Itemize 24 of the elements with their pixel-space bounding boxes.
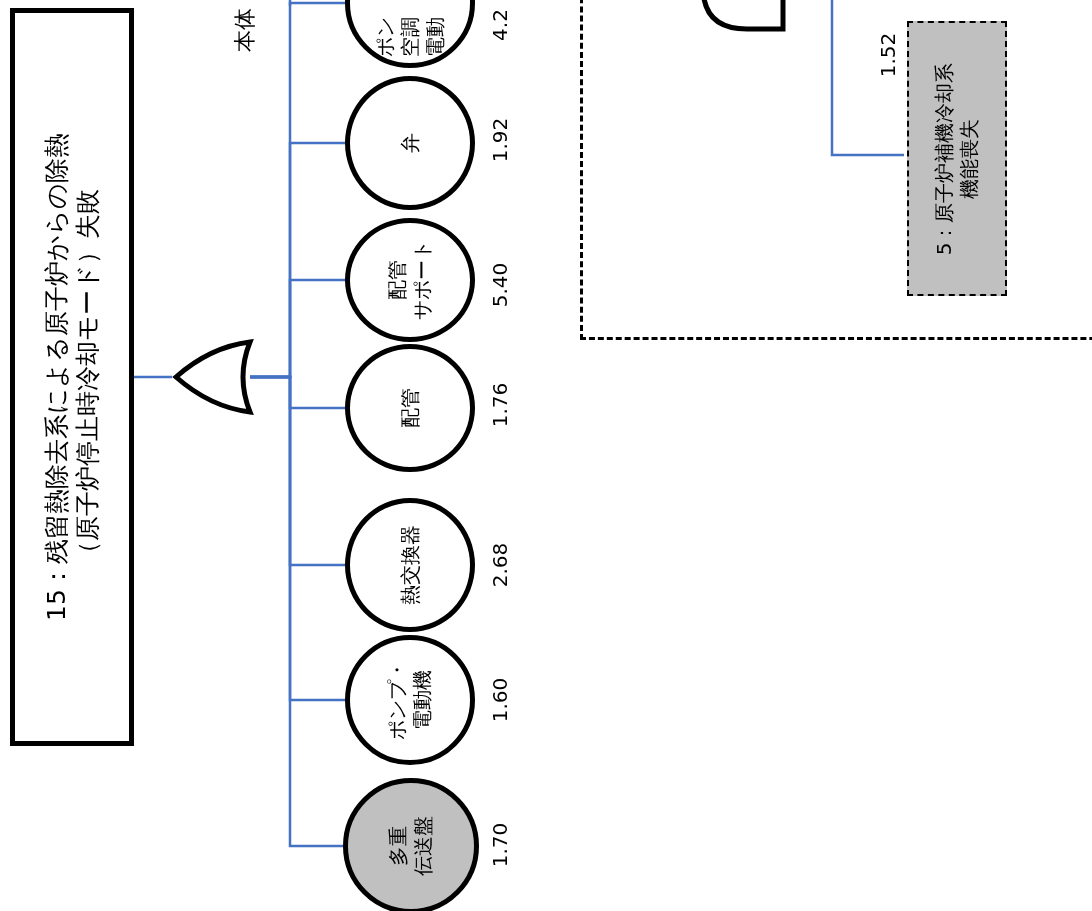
event-label: 配管サポート: [385, 240, 435, 320]
event-label: 配管: [397, 388, 423, 428]
event-label: 熱交換器: [397, 525, 423, 605]
event-label: 5：原子炉補機冷却系機能喪失: [932, 62, 982, 255]
event-box: [10, 8, 134, 746]
dashed-frame: [580, 0, 1092, 340]
connector-line: [134, 375, 172, 379]
event-box: [907, 21, 1007, 296]
group-label: 本体: [231, 8, 259, 52]
probability-value: 1.70: [487, 822, 513, 868]
probability-value: 1.60: [487, 677, 513, 723]
event-label: 15：残留熱除去系による原子炉からの除熱（原子炉停止時冷却モード）失敗: [40, 133, 103, 621]
probability-value: 1.92: [487, 117, 513, 163]
probability-value: 2.68: [487, 542, 513, 588]
probability-value: 1.52: [875, 32, 901, 78]
event-label: ポンプ・電動機: [385, 660, 435, 740]
event-label: 弁: [397, 133, 423, 153]
probability-value: 1.76: [487, 382, 513, 428]
event-label: ポン空調電動: [372, 17, 448, 57]
event-label: 多重伝送盤: [386, 816, 436, 876]
probability-value: 5.40: [487, 262, 513, 308]
or-gate-symbol: [172, 339, 254, 415]
probability-value: 4.2: [487, 9, 513, 41]
connector-line: [250, 1, 345, 379]
